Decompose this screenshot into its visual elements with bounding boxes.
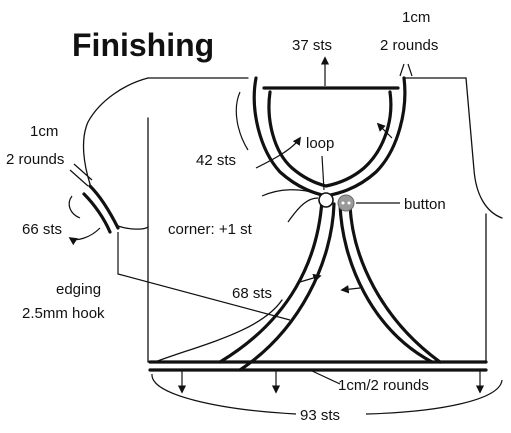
- edging-leader: [117, 232, 291, 321]
- sleeve-cuff-inner: [82, 192, 112, 234]
- loop-icon: [318, 192, 334, 208]
- corner-curves: [261, 189, 319, 197]
- annotation-arrows: [68, 56, 503, 415]
- right-neck-arrow: [376, 122, 393, 139]
- neck-depth-label-line1: 1cm: [402, 9, 430, 26]
- sleeve-depth-label-line2: 2 rounds: [6, 151, 64, 168]
- right-sleeve-outline: [465, 77, 503, 219]
- front-count-label: 68 sts: [232, 285, 272, 302]
- left-front-edge-outer: [218, 198, 324, 364]
- sleeve-depth-label-line1: 1cm: [30, 123, 58, 140]
- hem-count-bracket: [151, 373, 503, 415]
- sleeve-count-label: 66 sts: [22, 221, 62, 238]
- neck-edge-inner: [267, 90, 393, 188]
- front-count-arrow-left: [299, 273, 322, 283]
- neck-side-leader: [255, 136, 301, 169]
- left-front-inner-line: [154, 299, 283, 363]
- neck-depth-leader: [399, 63, 413, 77]
- edging-bands: [82, 76, 488, 372]
- corner-leader: [287, 197, 319, 223]
- front-count-arrow-right: [340, 285, 361, 294]
- sleeve-depth-leader: [69, 163, 93, 187]
- sleeve-count-arrow: [68, 227, 101, 246]
- corner-label: corner: +1 st: [168, 221, 253, 238]
- left-sleeve-outline: [82, 77, 149, 230]
- neck-side-count-label: 42 sts: [196, 152, 236, 169]
- hem-depth-leader: [309, 369, 341, 385]
- button-icon: [337, 194, 355, 212]
- page-title: Finishing: [72, 27, 214, 63]
- hem-depth-label: 1cm/2 rounds: [338, 377, 429, 394]
- right-front-edge-inner: [348, 202, 442, 364]
- hem-count-label: 93 sts: [300, 407, 340, 424]
- neck-count-label: 37 sts: [292, 37, 332, 54]
- loop-leader: [321, 155, 325, 191]
- edging-label-line2: 2.5mm hook: [22, 305, 105, 322]
- sleeve-count-arrow-tail: [68, 195, 81, 219]
- neck-side-arrow: [235, 91, 249, 151]
- right-front-edge-outer: [338, 202, 434, 364]
- loop-label: loop: [306, 135, 334, 152]
- edging-label-line1: edging: [56, 281, 101, 298]
- sleeve-cuff-outer: [88, 184, 120, 230]
- neck-depth-label-line2: 2 rounds: [380, 37, 438, 54]
- button-label: button: [404, 196, 446, 213]
- garment-outline: [82, 77, 503, 363]
- left-front-edge-inner: [238, 202, 336, 372]
